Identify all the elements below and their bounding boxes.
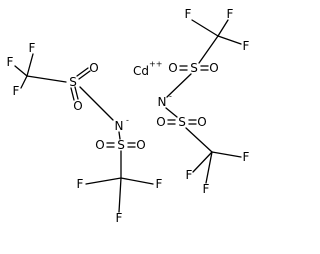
bond-line (14, 65, 28, 77)
bond-line (166, 73, 192, 98)
o-atom: O (89, 61, 98, 75)
bond-line (26, 75, 67, 83)
n-atom: N (115, 119, 124, 133)
bond-line (79, 86, 114, 121)
f-atom: F (7, 55, 14, 69)
n-charge: - (169, 92, 172, 101)
bond-line (198, 35, 219, 64)
f-atom: F (243, 150, 250, 164)
s-atom: S (117, 138, 125, 152)
bond-line (78, 70, 91, 80)
bond-line (185, 127, 213, 153)
bond-line (205, 151, 213, 184)
bond-line (118, 131, 121, 140)
f-atom: F (186, 168, 193, 182)
f-atom: F (203, 182, 210, 196)
o-atom: O (156, 115, 165, 129)
f-atom: F (29, 41, 36, 55)
bond-line (70, 87, 75, 101)
bond-line (192, 151, 213, 173)
cd-charge: ++ (149, 60, 162, 69)
s-atom: S (69, 75, 77, 89)
bond-line (26, 53, 34, 77)
bond-lines (14, 19, 242, 213)
bond-line (165, 107, 178, 118)
bond-line (217, 35, 242, 45)
bond-line (191, 19, 219, 37)
bond-line (20, 75, 28, 89)
f-atom: F (185, 7, 192, 21)
f-atom: F (243, 39, 250, 53)
o-atom: O (168, 61, 177, 75)
o-atom: O (95, 138, 104, 152)
bond-line (74, 86, 79, 100)
f-atom: F (77, 177, 84, 191)
f-atom: F (227, 7, 234, 21)
f-atom: F (156, 177, 163, 191)
bond-line (120, 177, 154, 185)
cd-label: Cd (133, 64, 149, 78)
o-atom: O (209, 61, 218, 75)
n-charge: - (126, 116, 129, 125)
n-atom: N (158, 95, 167, 109)
o-atom: O (73, 99, 82, 113)
bond-line (85, 177, 122, 185)
bond-line (211, 151, 242, 158)
f-atom: F (116, 211, 123, 225)
o-atom: O (136, 138, 145, 152)
bond-line (76, 67, 89, 77)
bond-line (118, 177, 122, 213)
o-atom: O (197, 115, 206, 129)
s-atom: S (190, 61, 198, 75)
bond-line (217, 19, 229, 37)
s-atom: S (178, 115, 186, 129)
f-atom: F (13, 84, 20, 98)
